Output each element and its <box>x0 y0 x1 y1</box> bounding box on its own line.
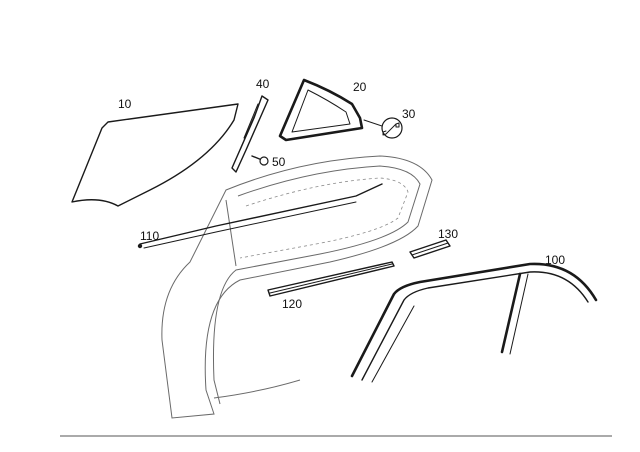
callout-120: 120 <box>282 297 302 311</box>
window-channel-part[interactable] <box>231 95 269 173</box>
callout-130: 130 <box>438 227 458 241</box>
door-shell <box>161 155 433 419</box>
screw-part[interactable] <box>251 155 269 166</box>
callout-40: 40 <box>256 77 270 91</box>
waist-seal-inner-part[interactable] <box>137 183 383 249</box>
quarter-glass-frame-part[interactable] <box>278 78 364 142</box>
callout-30: 30 <box>402 107 416 121</box>
callout-50: 50 <box>272 155 286 169</box>
window-glass-part[interactable] <box>71 103 239 207</box>
callout-100: 100 <box>545 253 565 267</box>
wrench-symbol[interactable] <box>363 117 403 139</box>
waist-seal-outer-part[interactable] <box>267 261 395 297</box>
callout-110: 110 <box>140 229 159 243</box>
trim-strip-part[interactable] <box>409 239 451 259</box>
door-frame-seal-part[interactable] <box>350 262 598 383</box>
callout-10: 10 <box>118 97 132 111</box>
callout-20: 20 <box>353 80 367 94</box>
